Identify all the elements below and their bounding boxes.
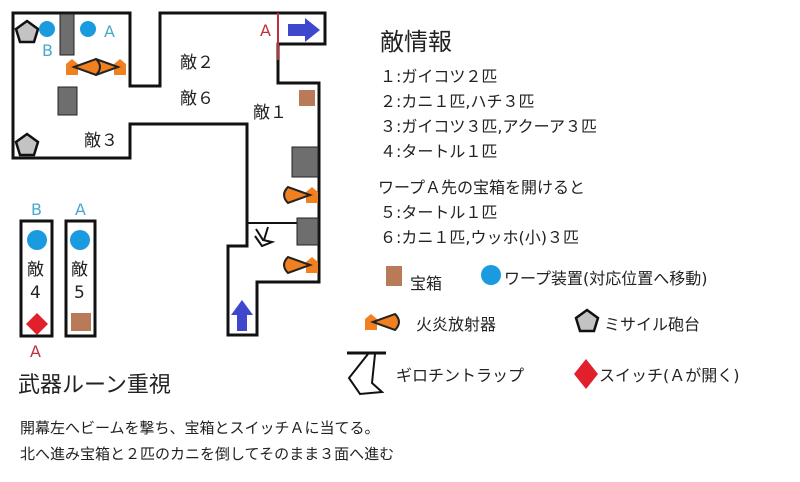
enemy-info-subheading: ワープＡ先の宝箱を開けると xyxy=(378,178,585,197)
map-walls xyxy=(11,11,327,338)
enemy-label-6: 敵６ xyxy=(180,89,214,109)
enemy-label-2: 敵２ xyxy=(180,53,214,73)
arrow-up-icon xyxy=(231,300,253,331)
legend-switch-label: スイッチ(Ａが開く) xyxy=(599,366,740,385)
legend-warp-label: ワープ装置(対応位置へ移動) xyxy=(504,269,708,288)
enemy-info-line: １:ガイコツ２匹 xyxy=(380,67,497,86)
strategy-line: 北へ進み宝箱と２匹のカニを倒してそのまま３面へ進む xyxy=(20,445,394,463)
legend-chest-label: 宝箱 xyxy=(410,274,442,293)
room-warp-b xyxy=(19,219,54,338)
warp-label-a: A xyxy=(104,22,115,41)
flamethrower-pair-icon xyxy=(65,58,127,76)
stone-block xyxy=(296,217,319,246)
warp-icon xyxy=(27,230,47,250)
enemy-info-title: 敵情報 xyxy=(380,28,452,56)
stone-block xyxy=(59,13,75,56)
stone-block xyxy=(57,86,78,116)
warp-icon xyxy=(70,230,90,250)
enemy-label-5: 敵 xyxy=(71,260,88,280)
legend-warp-icon xyxy=(481,265,501,285)
legend: 宝箱 ワープ装置(対応位置へ移動) 火炎放射器 ミサイル砲台 ギロチントラップ … xyxy=(347,265,740,396)
legend-missile-icon xyxy=(574,308,600,333)
guillotine-icon xyxy=(254,226,276,248)
enemy-info-line: ２:カニ１匹,ハチ３匹 xyxy=(380,92,534,111)
warp-icon xyxy=(80,21,96,37)
legend-switch-icon xyxy=(574,359,598,389)
enemy-info-line: ３:ガイコツ３匹,アクーア３匹 xyxy=(380,117,597,136)
missile-turret-icon xyxy=(14,132,40,157)
enemy-info-panel: 敵情報 １:ガイコツ２匹 ２:カニ１匹,ハチ３匹 ３:ガイコツ３匹,アクーア３匹… xyxy=(378,28,597,247)
legend-chest-icon xyxy=(386,266,402,286)
legend-flamethrower-label: 火炎放射器 xyxy=(416,315,496,334)
strategy-line: 開幕左へビームを撃ち、宝箱とスイッチＡに当てる。 xyxy=(20,419,380,437)
enemy-info-line: ６:カニ１匹,ウッホ(小)３匹 xyxy=(380,228,579,247)
warp-label-a: A xyxy=(75,200,86,219)
legend-flamethrower-icon xyxy=(364,313,400,331)
legend-guillotine-icon xyxy=(347,351,386,396)
warp-label-b: B xyxy=(42,41,53,60)
warp-label-b: B xyxy=(31,200,42,219)
strategy-title: 武器ルーン重視 xyxy=(18,373,171,398)
treasure-chest-icon xyxy=(71,313,91,331)
enemy-info-line: ５:タートル１匹 xyxy=(380,203,497,222)
gate-label-a: A xyxy=(260,21,271,40)
switch-label-a: A xyxy=(30,342,41,361)
stone-block xyxy=(291,146,319,178)
arrow-right-icon xyxy=(288,18,320,42)
flamethrower-icon xyxy=(283,256,319,274)
legend-guillotine-label: ギロチントラップ xyxy=(396,366,524,385)
flamethrower-icon xyxy=(283,186,319,204)
enemy-label-3: 敵３ xyxy=(84,131,118,151)
enemy-label-1: 敵１ xyxy=(253,103,287,123)
enemy-label-5-num: 5 xyxy=(74,283,85,303)
enemy-info-line: ４:タートル１匹 xyxy=(380,142,497,161)
warp-icon xyxy=(39,21,55,37)
missile-turret-icon xyxy=(14,19,40,44)
enemy-label-4: 敵 xyxy=(27,260,44,280)
enemy-label-4-num: 4 xyxy=(30,283,41,303)
switch-icon xyxy=(26,313,48,335)
legend-missile-label: ミサイル砲台 xyxy=(604,315,700,334)
treasure-chest-icon xyxy=(299,90,315,106)
room-warp-a xyxy=(64,219,97,338)
